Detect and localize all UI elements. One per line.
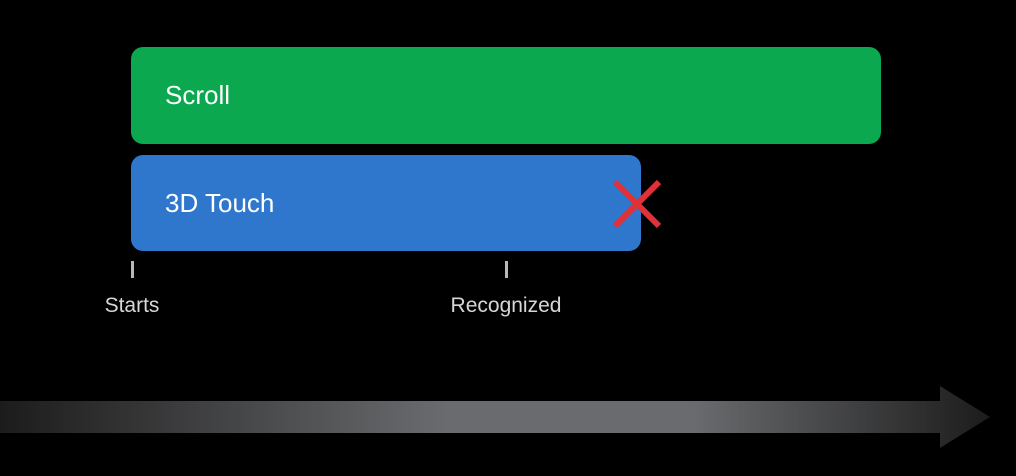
scroll-label: Scroll [165, 80, 231, 110]
scroll-gesture-bar: Scroll [131, 47, 881, 144]
starts-label: Starts [104, 294, 160, 317]
arrow-right-icon [0, 386, 990, 448]
timeline-arrow-shape [0, 386, 990, 448]
x-mark-stroke-2 [612, 179, 662, 229]
x-mark-icon [612, 179, 662, 229]
starts-tick [131, 261, 134, 278]
3d-touch-label: 3D Touch [165, 187, 275, 218]
recognized-tick [505, 261, 508, 278]
3d-touch-gesture-bar: 3D Touch [131, 155, 641, 251]
recognized-label: Recognized [450, 294, 562, 317]
